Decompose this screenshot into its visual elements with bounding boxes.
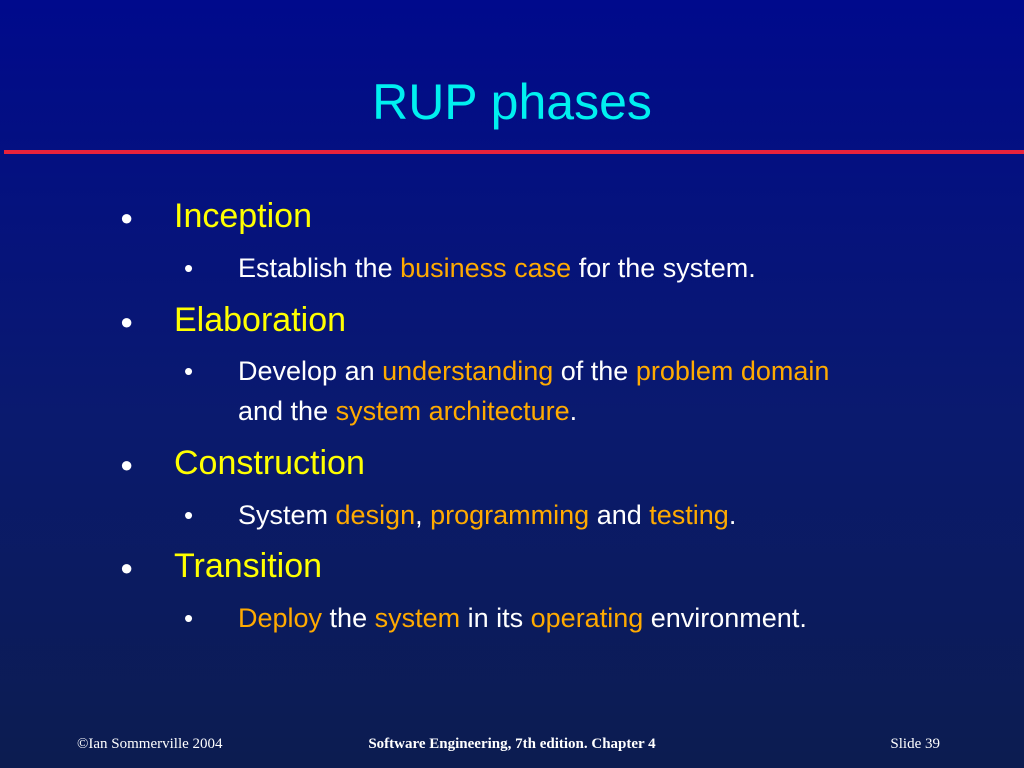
text-run: of the (553, 356, 636, 386)
highlight-run: business case (400, 253, 572, 283)
sub-bullet-icon: • (184, 356, 194, 386)
text-run: the (322, 603, 375, 633)
highlight-run: system (374, 603, 461, 633)
text-run: for the system. (571, 253, 756, 283)
sub-bullet-icon: • (184, 253, 194, 283)
bullet-icon: ● (120, 555, 134, 580)
phase-heading-inception: Inception (174, 197, 312, 235)
text-run: environment. (643, 603, 807, 633)
phase-detail-transition: Deploy the system in its operating envir… (238, 598, 978, 638)
text-run: , (415, 500, 431, 530)
footer-book-title: Software Engineering, 7th edition. Chapt… (368, 736, 656, 752)
footer-slide-number: Slide 39 (890, 736, 940, 752)
text-run: System (238, 500, 336, 530)
phase-detail-construction: System design, programming and testing. (238, 495, 978, 535)
highlight-run: Deploy (238, 603, 323, 633)
phase-heading-elaboration: Elaboration (174, 301, 347, 339)
text-run: and (589, 500, 650, 530)
sub-bullet-icon: • (184, 500, 194, 530)
text-run: and the (238, 396, 336, 426)
slide-title: RUP phases (372, 74, 652, 130)
highlight-run: system architecture (335, 396, 570, 426)
bullet-icon: ● (120, 309, 134, 334)
sub-bullet-icon: • (184, 603, 194, 633)
footer-copyright: ©Ian Sommerville 2004 (77, 736, 223, 752)
text-run: Establish the (238, 253, 401, 283)
bullet-icon: ● (120, 452, 134, 477)
highlight-run: operating (530, 603, 644, 633)
highlight-run: understanding (382, 356, 554, 386)
bullet-icon: ● (120, 205, 134, 230)
text-run: Develop an (238, 356, 383, 386)
highlight-run: problem domain (635, 356, 830, 386)
text-run: . (728, 500, 737, 530)
highlight-run: programming (430, 500, 590, 530)
phase-detail-elaboration: Develop an understanding of the problem … (238, 351, 978, 391)
phase-heading-construction: Construction (174, 444, 365, 482)
highlight-run: testing (649, 500, 729, 530)
text-run: in its (460, 603, 531, 633)
phase-heading-transition: Transition (174, 547, 323, 585)
text-run: . (569, 396, 578, 426)
phase-detail-inception: Establish the business case for the syst… (238, 248, 978, 288)
phase-detail-elaboration-cont: and the system architecture. (238, 391, 978, 431)
highlight-run: design (335, 500, 416, 530)
title-divider (4, 150, 1024, 154)
